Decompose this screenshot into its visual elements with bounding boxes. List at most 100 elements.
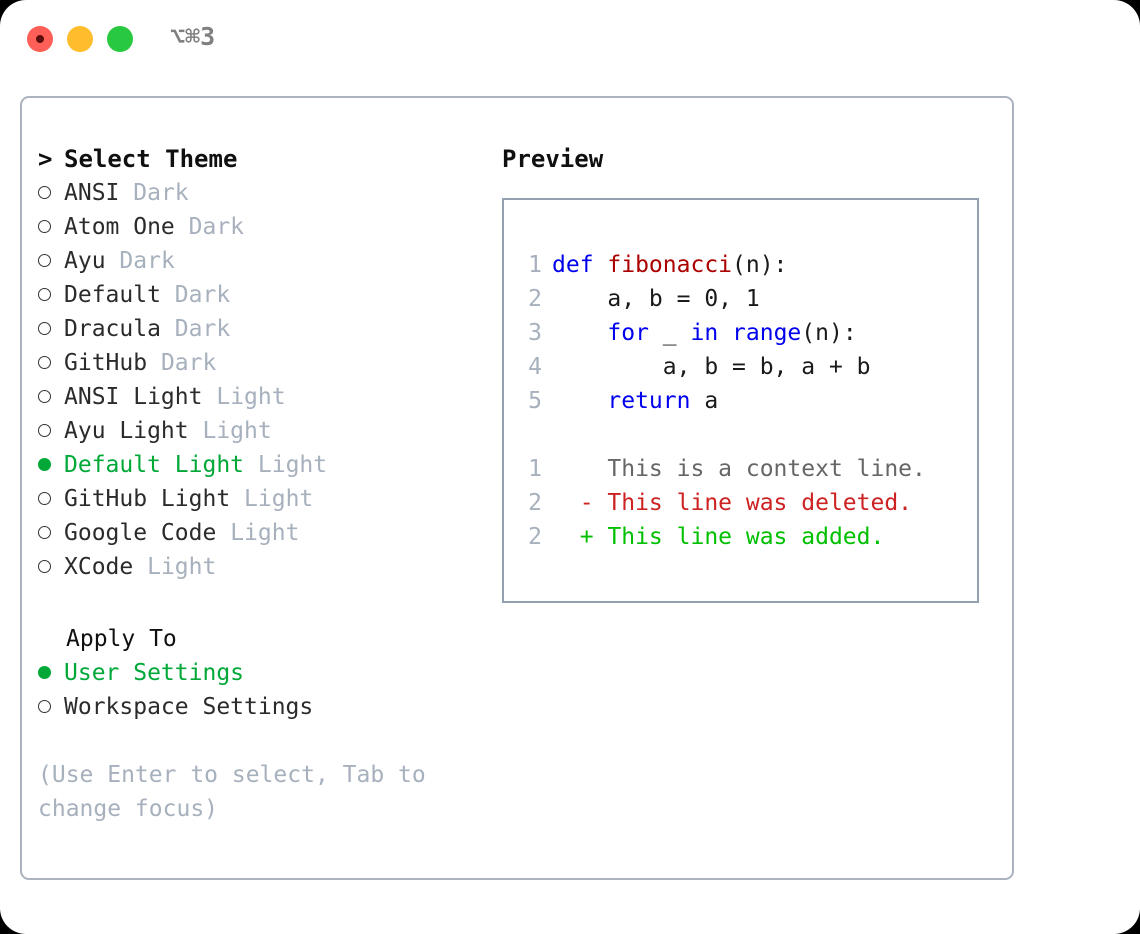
diff-block: 1 This is a context line.2 - This line w… <box>520 452 969 554</box>
radio-glyph <box>38 389 51 403</box>
code-token: for <box>607 320 663 346</box>
theme-option-github-light[interactable]: GitHub Light Light <box>38 482 488 516</box>
radio-glyph <box>38 699 51 713</box>
apply-to-option-label: User Settings <box>64 660 245 686</box>
window-titlebar: ⌥⌘3 <box>0 0 1140 78</box>
theme-option-ayu[interactable]: Ayu Dark <box>38 244 488 278</box>
theme-option-label: ANSI Light <box>64 384 203 410</box>
theme-option-default-light[interactable]: Default Light Light <box>38 448 488 482</box>
theme-option-github[interactable]: GitHub Dark <box>38 346 488 380</box>
radio-unselected-icon <box>38 414 64 448</box>
radio-glyph <box>38 287 51 301</box>
theme-option-default[interactable]: Default Dark <box>38 278 488 312</box>
radio-unselected-icon <box>38 690 64 724</box>
theme-option-kind: Dark <box>174 282 231 308</box>
theme-option-atom-one[interactable]: Atom One Dark <box>38 210 488 244</box>
apply-to-header: Apply To <box>66 626 177 652</box>
theme-option-ansi[interactable]: ANSI Dark <box>38 176 488 210</box>
theme-option-label: ANSI <box>64 180 120 206</box>
line-number: 3 <box>528 320 542 346</box>
theme-option-label: Default Light <box>64 452 245 478</box>
code-line: 3 for _ in range(n): <box>520 316 969 350</box>
prompt-marker: > <box>38 145 53 173</box>
apply-to-option-workspace-settings[interactable]: Workspace Settings <box>38 690 488 724</box>
theme-option-label: Default <box>64 282 161 308</box>
code-token: range <box>732 320 802 346</box>
radio-glyph <box>38 355 51 369</box>
code-line: 2 a, b = 0, 1 <box>520 282 969 316</box>
theme-option-google-code[interactable]: Google Code Light <box>38 516 488 550</box>
theme-option-label: XCode <box>64 554 134 580</box>
radio-selected-icon <box>38 448 64 482</box>
theme-option-label: Ayu Light <box>64 418 189 444</box>
page-title: Select Theme <box>64 145 238 173</box>
theme-option-kind: Light <box>257 452 328 478</box>
diff-sign: - <box>552 490 608 516</box>
theme-option-label: GitHub <box>64 350 148 376</box>
theme-option-kind: Light <box>202 418 272 444</box>
label-kind-gap <box>133 554 147 580</box>
code-token <box>552 388 607 414</box>
line-number: 1 <box>528 252 542 278</box>
preview-title: Preview <box>502 145 604 173</box>
radio-unselected-icon <box>38 380 64 414</box>
theme-option-ansi-light[interactable]: ANSI Light Light <box>38 380 488 414</box>
line-number: 4 <box>528 354 542 380</box>
theme-option-kind: Dark <box>133 180 189 206</box>
code-token: def <box>552 252 608 278</box>
theme-option-xcode[interactable]: XCode Light <box>38 550 488 584</box>
label-kind-gap <box>161 282 175 308</box>
radio-unselected-icon <box>38 210 64 244</box>
close-icon <box>36 35 44 43</box>
diff-text: This line was deleted. <box>607 490 913 516</box>
radio-glyph <box>38 423 51 437</box>
theme-option-kind: Dark <box>188 214 245 240</box>
diff-text: This is a context line. <box>607 456 926 482</box>
theme-option-dracula[interactable]: Dracula Dark <box>38 312 488 346</box>
theme-option-kind: Light <box>216 384 286 410</box>
apply-to-option-user-settings[interactable]: User Settings <box>38 656 488 690</box>
line-number: 2 <box>528 286 542 312</box>
diff-sign: + <box>552 524 608 550</box>
maximize-window-button[interactable] <box>107 26 133 52</box>
theme-option-label: Google Code <box>64 520 217 546</box>
code-token: fibonacci <box>607 252 733 278</box>
label-kind-gap <box>147 350 161 376</box>
radio-unselected-icon <box>38 176 64 210</box>
radio-unselected-icon <box>38 244 64 278</box>
label-kind-gap <box>202 384 216 410</box>
radio-glyph <box>38 457 51 471</box>
radio-unselected-icon <box>38 278 64 312</box>
label-kind-gap <box>175 214 189 240</box>
theme-option-ayu-light[interactable]: Ayu Light Light <box>38 414 488 448</box>
theme-option-label: Dracula <box>64 316 161 342</box>
window-title: ⌥⌘3 <box>170 22 216 51</box>
label-kind-gap <box>216 520 230 546</box>
theme-option-kind: Dark <box>119 248 175 274</box>
theme-option-label: Atom One <box>64 214 175 240</box>
radio-unselected-icon <box>38 550 64 584</box>
select-theme-header: > Select Theme <box>38 142 488 176</box>
label-kind-gap <box>230 486 244 512</box>
code-token: (n): <box>732 252 788 278</box>
radio-glyph <box>38 491 51 505</box>
theme-option-label: Ayu <box>64 248 106 274</box>
radio-unselected-icon <box>38 346 64 380</box>
code-line: 4 a, b = b, a + b <box>520 350 969 384</box>
radio-glyph <box>38 665 51 679</box>
diff-text: This line was added. <box>607 524 885 550</box>
radio-unselected-icon <box>38 312 64 346</box>
diff-line: 1 This is a context line. <box>520 452 969 486</box>
diff-line: 2 + This line was added. <box>520 520 969 554</box>
apply-to-option-label: Workspace Settings <box>64 694 314 720</box>
code-token: _ <box>662 320 691 346</box>
radio-selected-icon <box>38 656 64 690</box>
code-token <box>552 320 607 346</box>
minimize-window-button[interactable] <box>67 26 93 52</box>
code-token: a, b = b, a + b <box>552 354 871 380</box>
label-kind-gap <box>119 180 133 206</box>
